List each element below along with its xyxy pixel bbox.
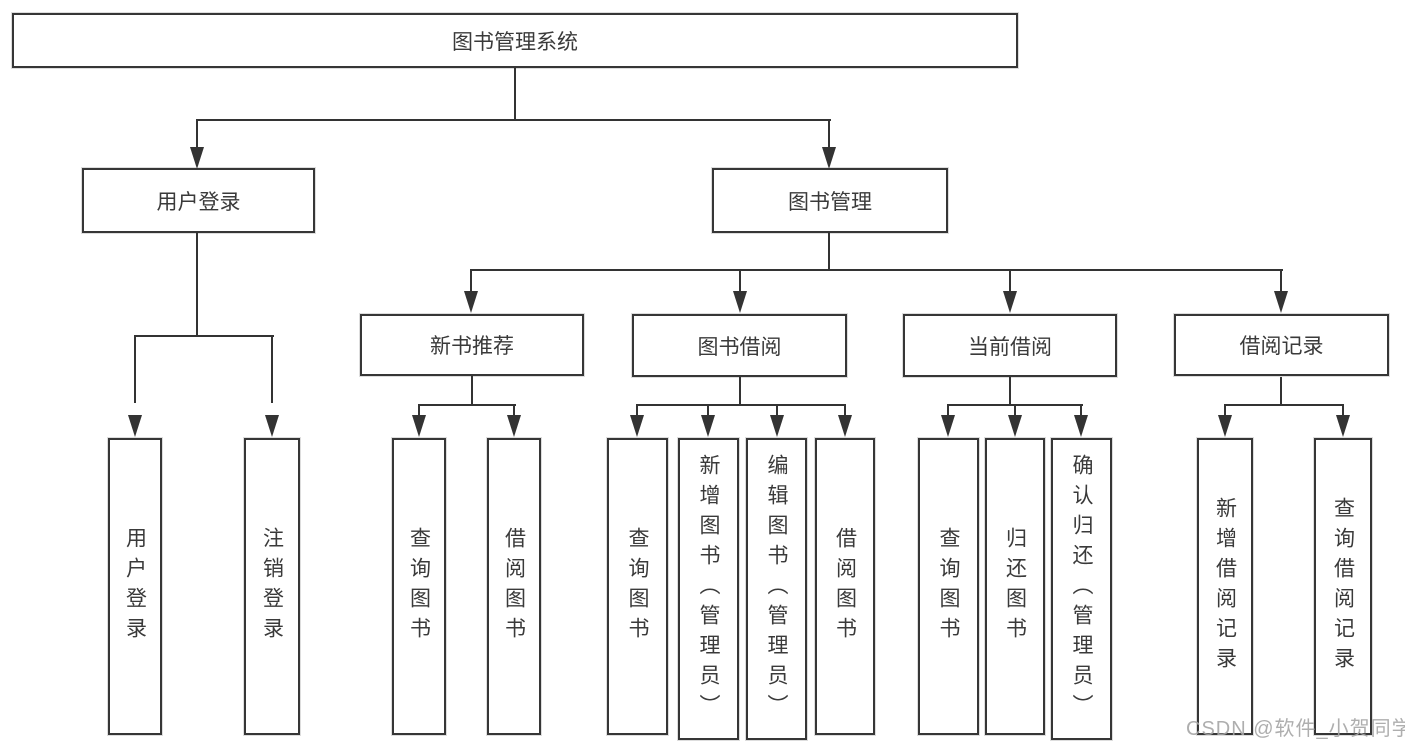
leaf-cb-query-books-label: 查询图书	[937, 526, 960, 647]
connector-bb-leaf1	[636, 404, 638, 420]
leaf-cb-return-books: 归还图书	[985, 438, 1045, 735]
connector-user-login-branch	[134, 335, 274, 337]
arrowhead-bb-leaf3-icon	[770, 415, 784, 437]
node-user-login-label: 用户登录	[156, 190, 241, 214]
node-borrow-record-label: 借阅记录	[1239, 335, 1324, 358]
connector-br-leaf1	[1224, 404, 1226, 420]
connector-cb-leaf3	[1080, 404, 1082, 420]
arrowhead-leaf-login-icon	[128, 415, 142, 437]
connector-book-mgmt-branch	[470, 269, 1283, 271]
connector-to-current-borrow	[1009, 269, 1011, 295]
leaf-user-login-logout: 注销登录	[244, 438, 300, 735]
node-book-mgmt-label: 图书管理	[788, 190, 872, 214]
leaf-br-add-record-label: 新增借阅记录	[1213, 496, 1237, 677]
leaf-cb-confirm-return-admin: 确认归还（管理员）	[1051, 438, 1112, 740]
leaf-bb-add-books-admin-label: 新增图书（管理员）	[697, 454, 720, 724]
arrowhead-nbr-leaf2-icon	[507, 415, 521, 437]
node-user-login: 用户登录	[82, 168, 315, 233]
connector-bb-leaf4	[844, 404, 846, 420]
node-book-mgmt: 图书管理	[712, 168, 948, 233]
connector-current-borrow-stub	[1009, 377, 1011, 406]
connector-to-new-book-rec	[470, 269, 472, 295]
node-current-borrow: 当前借阅	[903, 314, 1117, 377]
connector-cb-leaf2	[1014, 404, 1016, 420]
node-new-book-rec-label: 新书推荐	[430, 335, 514, 358]
connector-book-mgmt-stub	[828, 232, 830, 271]
connector-nbr-leaf1	[418, 404, 420, 420]
connector-user-login-stub	[196, 232, 198, 337]
connector-root-stub	[514, 68, 516, 121]
connector-bb-leaf3	[776, 404, 778, 420]
leaf-nbr-borrow-books: 借阅图书	[487, 438, 541, 735]
arrowhead-book-borrow-icon	[733, 291, 747, 313]
connector-to-borrow-record	[1280, 269, 1282, 295]
leaf-bb-borrow-books: 借阅图书	[815, 438, 875, 735]
arrowhead-new-book-rec-icon	[464, 291, 478, 313]
connector-borrow-record-branch	[1224, 404, 1344, 406]
node-current-borrow-label: 当前借阅	[968, 335, 1052, 359]
node-root: 图书管理系统	[12, 13, 1018, 68]
connector-new-book-rec-branch	[418, 404, 516, 406]
connector-to-leaf-login	[134, 335, 136, 403]
leaf-user-login-login-label: 用户登录	[123, 526, 147, 647]
arrowhead-cb-leaf1-icon	[941, 415, 955, 437]
connector-cb-leaf1	[947, 404, 949, 420]
connector-book-borrow-branch	[636, 404, 846, 406]
connector-to-book-borrow	[739, 269, 741, 295]
leaf-cb-return-books-label: 归还图书	[1003, 526, 1027, 647]
leaf-bb-query-books-label: 查询图书	[626, 526, 649, 647]
csdn-watermark: CSDN @软件_小贺同学	[1186, 718, 1405, 740]
connector-nbr-leaf2	[513, 404, 515, 420]
node-book-borrow-label: 图书借阅	[697, 335, 782, 359]
leaf-bb-add-books-admin: 新增图书（管理员）	[678, 438, 739, 740]
connector-to-user-login	[196, 119, 198, 151]
leaf-cb-confirm-return-admin-label: 确认归还（管理员）	[1070, 454, 1093, 724]
arrowhead-br-leaf1-icon	[1218, 415, 1232, 437]
node-new-book-rec: 新书推荐	[360, 314, 584, 376]
connector-bb-leaf2	[707, 404, 709, 420]
connector-br-leaf2	[1342, 404, 1344, 420]
arrowhead-cb-leaf3-icon	[1074, 415, 1088, 437]
arrowhead-borrow-record-icon	[1274, 291, 1288, 313]
leaf-user-login-login: 用户登录	[108, 438, 162, 735]
arrowhead-current-borrow-icon	[1003, 291, 1017, 313]
arrowhead-bb-leaf2-icon	[701, 415, 715, 437]
leaf-br-query-record: 查询借阅记录	[1314, 438, 1372, 735]
connector-to-book-mgmt	[828, 119, 830, 151]
leaf-bb-borrow-books-label: 借阅图书	[833, 526, 857, 647]
connector-borrow-record-stub	[1280, 377, 1282, 406]
connector-book-borrow-stub	[739, 377, 741, 406]
leaf-bb-edit-books-admin: 编辑图书（管理员）	[746, 438, 807, 740]
leaf-br-add-record: 新增借阅记录	[1197, 438, 1253, 735]
leaf-bb-query-books: 查询图书	[607, 438, 668, 735]
connector-to-leaf-logout	[271, 335, 273, 403]
connector-new-book-rec-stub	[471, 376, 473, 406]
leaf-nbr-query-books: 查询图书	[392, 438, 446, 735]
arrowhead-nbr-leaf1-icon	[412, 415, 426, 437]
node-borrow-record: 借阅记录	[1174, 314, 1389, 376]
connector-root-branch	[196, 119, 831, 121]
leaf-bb-edit-books-admin-label: 编辑图书（管理员）	[765, 454, 788, 724]
leaf-user-login-logout-label: 注销登录	[260, 526, 284, 647]
arrowhead-leaf-logout-icon	[265, 415, 279, 437]
arrowhead-bb-leaf1-icon	[630, 415, 644, 437]
node-book-borrow: 图书借阅	[632, 314, 847, 377]
leaf-nbr-query-books-label: 查询图书	[407, 526, 431, 647]
leaf-nbr-borrow-books-label: 借阅图书	[502, 526, 526, 647]
arrowhead-bb-leaf4-icon	[838, 415, 852, 437]
arrowhead-user-login-icon	[190, 147, 204, 169]
arrowhead-br-leaf2-icon	[1336, 415, 1350, 437]
arrowhead-cb-leaf2-icon	[1008, 415, 1022, 437]
leaf-br-query-record-label: 查询借阅记录	[1331, 496, 1355, 677]
leaf-cb-query-books: 查询图书	[918, 438, 979, 735]
node-root-label: 图书管理系统	[452, 30, 578, 54]
arrowhead-book-mgmt-icon	[822, 147, 836, 169]
